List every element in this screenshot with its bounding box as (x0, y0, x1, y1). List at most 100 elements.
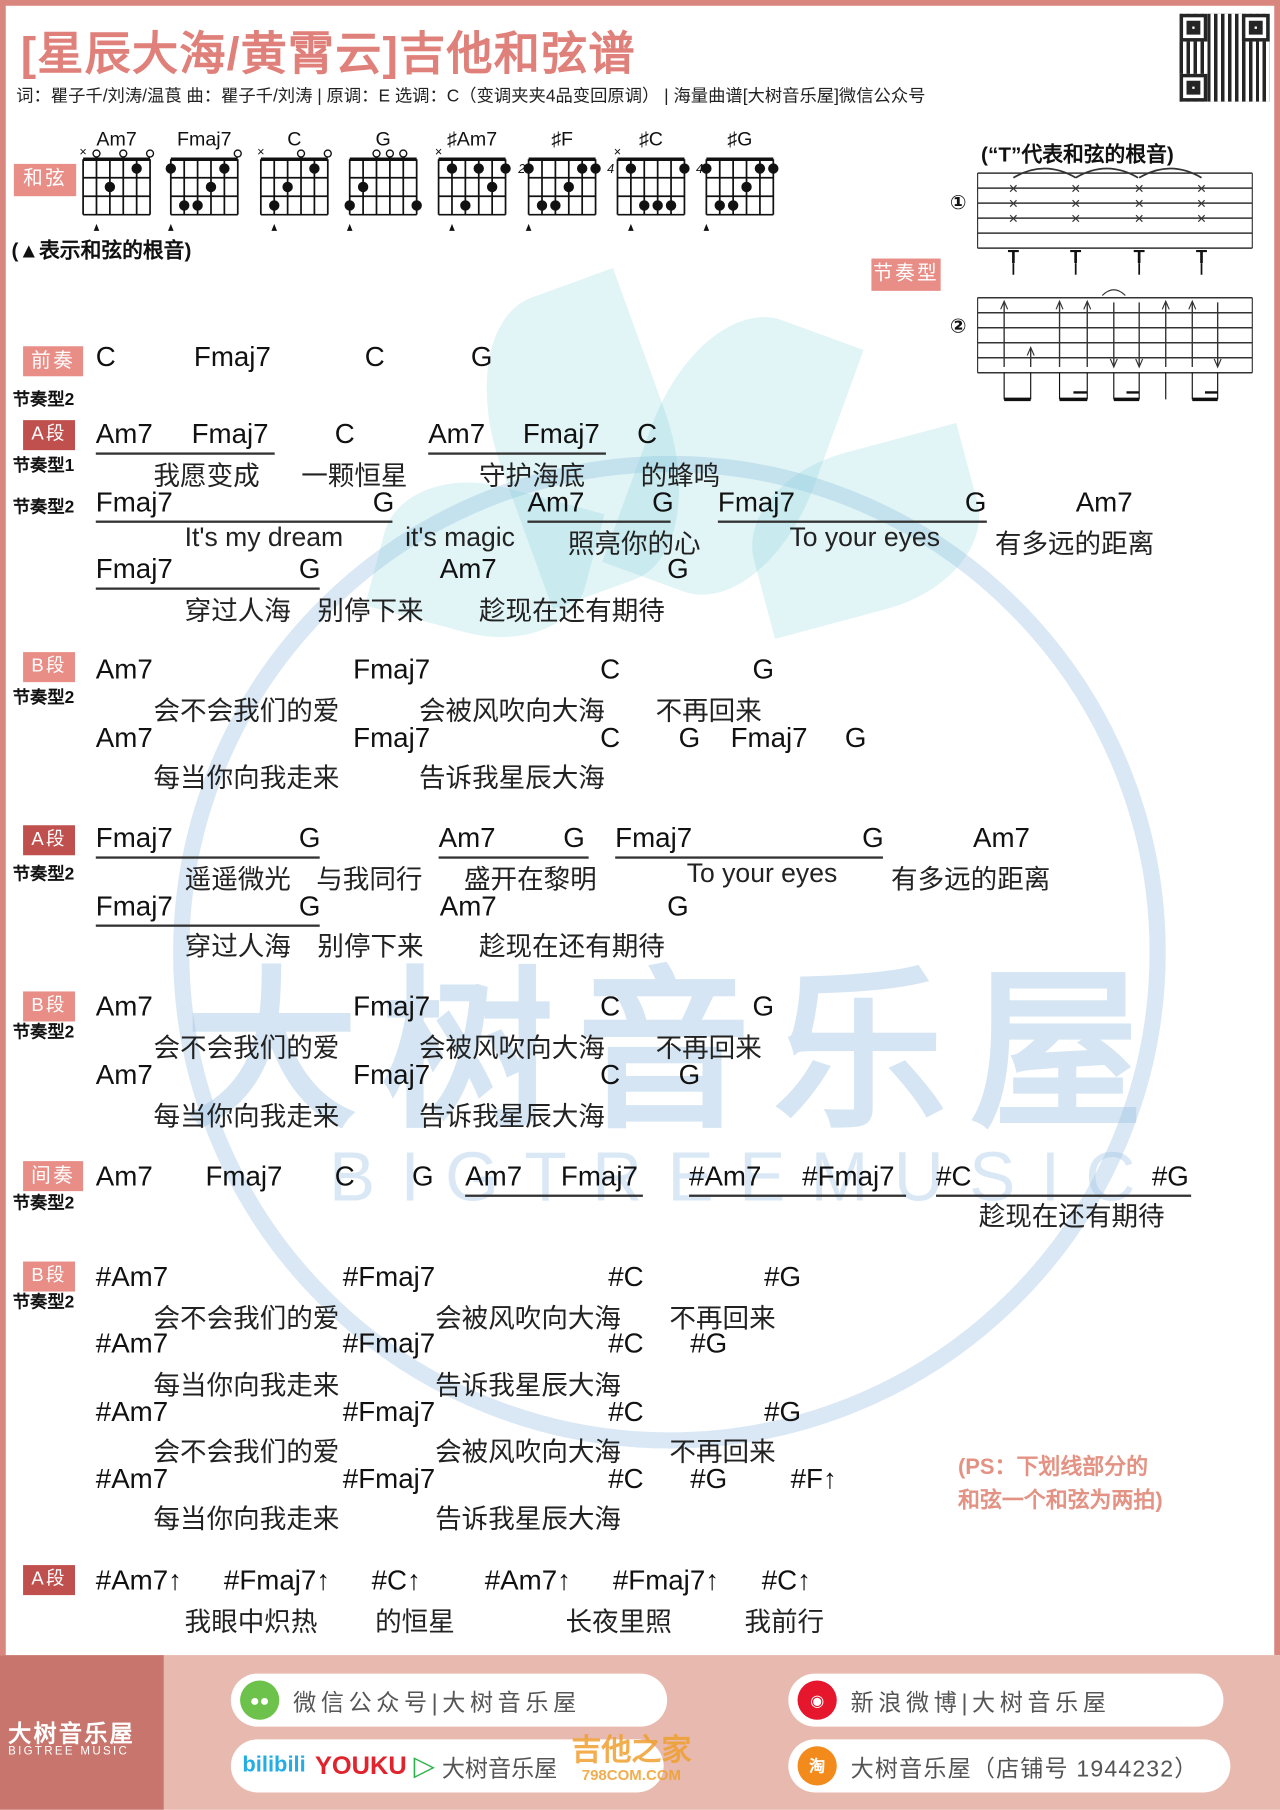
site-watermark: 吉他之家 798COM.COM (571, 1732, 692, 1788)
finger-dot (536, 200, 548, 211)
root-triangle-icon (271, 223, 278, 231)
chord-symbol: C (95, 341, 116, 373)
two-beat-underline (95, 587, 320, 590)
chord-symbol: Fmaj7 (95, 554, 173, 586)
chord-symbol: G (372, 487, 395, 519)
chord-symbol: Fmaj7 (353, 654, 431, 686)
root-t-mark: T (1196, 246, 1208, 267)
ps-note: (PS：下划线部分的 和弦一个和弦为两拍) (958, 1451, 1163, 1518)
section-label: 间奏 (23, 1161, 84, 1192)
chord-symbol: #G (764, 1396, 802, 1428)
root-triangle-icon (628, 223, 634, 231)
chord-symbol: Fmaj7 (95, 822, 173, 855)
wechat-label: 微信公众号|大树音乐屋 (293, 1690, 581, 1716)
chord-name: ♯Am7 (447, 128, 497, 150)
strum-x-mark: × (1009, 180, 1018, 198)
lyric-text: 照亮你的心 (567, 528, 701, 559)
chord-name: ♯G (727, 128, 752, 150)
taobao-icon: 淘 (797, 1746, 837, 1786)
chord-symbol: #Am7 (95, 1328, 169, 1360)
chord-name: Am7 (96, 128, 136, 150)
finger-dot (269, 200, 280, 211)
chord-name: G (376, 128, 391, 150)
chord-symbol: #Am7 (689, 1161, 762, 1193)
weibo-link[interactable]: ◉ 新浪微博|大树音乐屋 (788, 1673, 1224, 1727)
rhythm-pattern-label: 节奏型2 (12, 864, 75, 885)
arrow-head (1109, 358, 1118, 369)
root-note-legend: (▲表示和弦的根音) (11, 238, 192, 263)
finger-dot (357, 181, 369, 193)
chord-symbol: G (752, 991, 775, 1023)
site-watermark-name: 吉他之家 (571, 1732, 692, 1768)
root-t-mark: T (1070, 246, 1082, 267)
section-label: A段 (23, 825, 76, 856)
arrow-head (1055, 299, 1064, 310)
finger-dot (131, 163, 142, 174)
rhythm-badge: 节奏型 (871, 258, 941, 291)
chord-name: C (287, 128, 301, 150)
rhythm-pattern-label: 节奏型2 (12, 1022, 75, 1043)
chord-symbol: Am7 (95, 418, 153, 451)
strum-x-mark: × (1009, 195, 1018, 213)
chord-symbol: C (600, 722, 621, 754)
chord-symbol: Am7 (527, 487, 585, 519)
section-label: B段 (23, 652, 76, 683)
arrow-head (1213, 358, 1222, 369)
lyric-text: 我眼中炽热 (184, 1606, 318, 1637)
tie-arc (1012, 167, 1077, 179)
muted-string-mark: × (79, 145, 86, 159)
chord-symbol: #Fmaj7 (342, 1463, 436, 1495)
chord-symbol: Am7 (439, 554, 497, 586)
qr-code[interactable] (1179, 13, 1270, 102)
chord-name: Fmaj7 (177, 128, 231, 150)
chord-symbol: Fmaj7 (717, 487, 795, 519)
chord-symbol: Am7 (972, 822, 1030, 855)
wechat-link[interactable]: ●● 微信公众号|大树音乐屋 (230, 1673, 668, 1727)
two-beat-underline (689, 1194, 907, 1197)
lyric-text: 告诉我星辰大海 (435, 1370, 621, 1401)
taobao-link[interactable]: 淘 大树音乐屋（店铺号 1944232） (788, 1739, 1231, 1793)
rhythm-patterns: ①×××T×××T×××T×××T② (950, 167, 1253, 402)
chord-symbol: #Am7 (95, 1463, 169, 1495)
lyric-text: It's my dream (184, 521, 344, 552)
finger-dot (754, 163, 766, 174)
chord-symbol: Fmaj7 (95, 487, 173, 519)
open-string-mark (323, 149, 332, 158)
open-string-mark (296, 149, 306, 158)
lyric-text: 每当你向我走来 (153, 1370, 340, 1401)
two-beat-underline (428, 452, 606, 455)
video-link[interactable]: bilibili YOUKU ▷ 大树音乐屋 (230, 1739, 664, 1793)
chord-symbol: Am7 (1075, 487, 1133, 519)
two-beat-underline (615, 856, 883, 859)
chord-symbol: C (600, 991, 621, 1023)
finger-dot (550, 200, 561, 211)
chord-symbol: #F↑ (790, 1463, 837, 1495)
chord-symbol: #Fmaj7 (342, 1328, 436, 1360)
qr-finder (1179, 13, 1208, 42)
finger-dot (486, 181, 498, 193)
finger-dot (179, 200, 190, 211)
chord-symbol: Fmaj7 (560, 1161, 638, 1193)
lyric-text: 穿过人海 (184, 595, 291, 626)
tie-arc (1138, 167, 1202, 179)
lyric-text: 不再回来 (655, 1033, 762, 1064)
finger-dot (679, 163, 690, 174)
section-label: B段 (23, 1261, 76, 1292)
finger-dot (500, 163, 511, 174)
finger-dot (563, 181, 574, 193)
two-beat-underline (465, 1194, 643, 1197)
lyric-text: 趁现在还有期待 (978, 1201, 1165, 1232)
tie-arc (1075, 167, 1139, 179)
lyric-text: 趁现在还有期待 (478, 931, 665, 962)
chord-symbol: G (678, 1059, 701, 1091)
lyric-text: 有多远的距离 (994, 528, 1155, 559)
rhythm-pattern-label: 节奏型2 (12, 1193, 75, 1214)
finger-dot (473, 163, 484, 174)
chord-symbol: G (667, 891, 689, 923)
finger-dot (727, 200, 739, 211)
chord-symbol: G (563, 822, 585, 855)
chord-symbol: G (667, 554, 689, 586)
lyric-text: 会被风吹向大海 (435, 1303, 621, 1334)
lyric-text: 每当你向我走来 (153, 1101, 340, 1132)
